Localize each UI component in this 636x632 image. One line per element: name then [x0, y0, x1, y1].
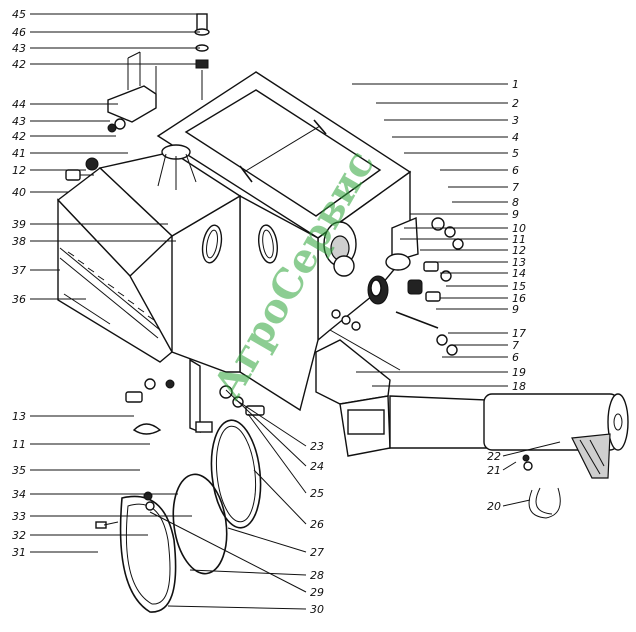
leader-line [149, 511, 307, 593]
part-number: 13 [512, 256, 526, 269]
part-number: 19 [512, 366, 526, 379]
leader-line [235, 399, 307, 447]
part-number: 32 [12, 529, 26, 542]
leader-line [502, 441, 561, 457]
leader-line [189, 569, 307, 576]
part-number: 14 [512, 267, 526, 280]
part-number: 34 [12, 488, 26, 501]
gaskets [95, 419, 262, 613]
part-number-labels: 4546434244434241124039383736131135343332… [12, 8, 526, 616]
part-number: 6 [512, 351, 519, 364]
part-number: 8 [512, 196, 519, 209]
part-number: 31 [12, 546, 26, 559]
part-number: 20 [487, 500, 501, 513]
part-number: 6 [512, 164, 519, 177]
part-number: 37 [12, 264, 26, 277]
drive-mechanism [323, 216, 464, 371]
part-number: 39 [12, 218, 26, 231]
part-number: 44 [12, 98, 26, 111]
part-number: 15 [512, 280, 526, 293]
leader-line [502, 461, 517, 471]
part-number: 7 [512, 181, 519, 194]
auger-assembly [315, 339, 629, 519]
part-number: 7 [512, 339, 519, 352]
part-number: 45 [12, 8, 26, 21]
leader-line [253, 469, 307, 525]
part-number: 46 [12, 26, 26, 39]
part-number: 12 [12, 164, 26, 177]
part-number: 16 [512, 292, 526, 305]
part-number: 21 [487, 464, 501, 477]
part-number: 11 [12, 438, 26, 451]
part-number: 10 [512, 222, 526, 235]
part-number: 18 [512, 380, 526, 393]
part-number: 25 [310, 487, 324, 500]
part-number: 33 [12, 510, 26, 523]
leader-line [167, 605, 307, 610]
leader-line [502, 499, 531, 507]
part-number: 23 [310, 440, 324, 453]
part-number: 12 [512, 244, 526, 257]
part-number: 28 [310, 569, 324, 582]
part-number: 24 [310, 460, 324, 473]
part-number: 42 [12, 130, 26, 143]
part-number: 3 [512, 114, 519, 127]
part-number: 9 [512, 303, 519, 316]
part-number: 2 [512, 97, 519, 110]
leader-line [227, 527, 307, 553]
part-number: 26 [310, 518, 324, 531]
part-number: 29 [310, 586, 324, 599]
part-number: 43 [12, 115, 26, 128]
part-number: 36 [12, 293, 26, 306]
part-number: 43 [12, 42, 26, 55]
part-number: 40 [12, 186, 26, 199]
part-number: 38 [12, 235, 26, 248]
leader-line [247, 413, 307, 494]
part-number: 27 [310, 546, 324, 559]
part-number: 9 [512, 208, 519, 221]
part-number: 17 [512, 327, 526, 340]
part-number: 22 [487, 450, 501, 463]
part-number: 35 [12, 464, 26, 477]
leader-lines [30, 13, 561, 610]
leader-line [225, 389, 307, 467]
part-number: 11 [512, 233, 526, 246]
part-number: 30 [310, 603, 324, 616]
part-number: 13 [12, 410, 26, 423]
hopper-body [56, 13, 412, 435]
part-number: 41 [12, 147, 26, 160]
part-number: 1 [512, 78, 519, 91]
part-number: 4 [512, 131, 519, 144]
part-number: 5 [512, 147, 519, 160]
part-number: 42 [12, 58, 26, 71]
